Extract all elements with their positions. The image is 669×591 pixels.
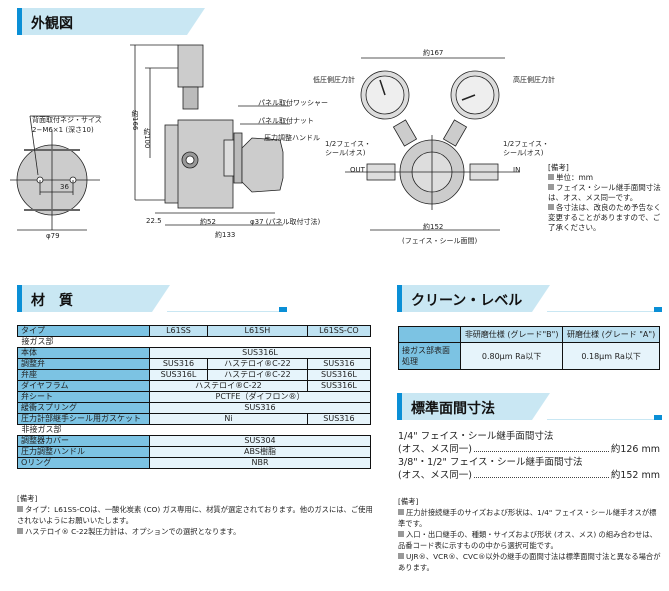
value-cell: 0.80μm Ra以下 <box>459 342 564 370</box>
row-label: 調整弁 <box>17 358 150 370</box>
value-cell: SUS304 <box>149 435 371 447</box>
exterior-drawing <box>10 44 520 231</box>
dim-133: 約133 <box>215 231 236 239</box>
header-cell: L61SS <box>149 325 208 337</box>
dimension-list: 1/4" フェイス・シール継手面間寸法(オス、メス同一)約126 mm 3/8"… <box>398 430 660 482</box>
section-header-exterior: 外観図 <box>17 8 662 35</box>
value-cell: SUS316 <box>149 402 371 414</box>
value-cell: SUS316L <box>149 369 208 381</box>
group-label: 接ガス部 <box>17 336 371 348</box>
dim-36: 36 <box>60 183 69 191</box>
panel-nut-label: パネル取付ナット <box>258 117 314 125</box>
dimension-item: 1/4" フェイス・シール継手面間寸法(オス、メス同一)約126 mm <box>398 431 660 455</box>
section-header-material: 材 質 <box>17 285 287 312</box>
value-cell: Ni <box>149 413 308 425</box>
row-label: 調整器カバー <box>17 435 150 447</box>
row-label: Oリング <box>17 457 150 469</box>
value-cell: SUS316 <box>306 413 372 425</box>
drawing-notes: [備考] 単位：mm フェイス・シール継手面間寸法は、オス、メス同一です。 各寸… <box>548 163 661 232</box>
section-title: クリーン・レベル <box>411 293 523 309</box>
rear-view <box>10 115 100 231</box>
dim-phi37: φ37 (パネル取付寸法) <box>250 218 321 226</box>
header-cell <box>398 326 461 343</box>
section-title: 外観図 <box>31 16 73 32</box>
section-header-dimension: 標準面間寸法 <box>397 393 662 420</box>
dim-phi79: φ79 <box>46 232 60 240</box>
material-notes: [備考] タイプ：L61SS-COは、一酸化炭素 (CO) ガス専用に、材質が選… <box>17 494 373 536</box>
low-gauge-label: 低圧側圧力計 <box>313 76 355 84</box>
high-gauge-label: 高圧側圧力計 <box>513 76 555 84</box>
value-cell: SUS316L <box>306 369 372 381</box>
in-label: IN <box>513 166 521 174</box>
dim-166: 約166 <box>131 110 139 131</box>
dimension-notes: [備考] 圧力計接続継手のサイズおよび形状は、1/4" フェイス・シール継手オス… <box>398 497 661 572</box>
group-label-row: 非接ガス部 <box>17 424 371 436</box>
section-header-clean: クリーン・レベル <box>397 285 662 312</box>
value-cell: ハステロイ®C-22 <box>149 380 308 392</box>
group-label-row: 接ガス部 <box>17 336 371 348</box>
row-label: 圧力計部継手シール用ガスケット <box>17 413 150 425</box>
value-cell: ABS樹脂 <box>149 446 371 458</box>
value-cell: SUS316 <box>306 358 372 370</box>
left-fitting-label: 1/2フェイス・ シール(オス) <box>325 140 372 157</box>
row-label: 本体 <box>17 347 150 359</box>
row-label: 圧力調整ハンドル <box>17 446 150 458</box>
side-view <box>130 44 290 226</box>
handle-label: 圧力調整ハンドル <box>264 134 320 142</box>
dim-22-5: 22.5 <box>146 217 162 225</box>
value-cell: PCTFE（ダイフロン®） <box>149 391 371 403</box>
header-cell: L61SH <box>206 325 308 337</box>
value-cell: SUS316L <box>306 380 372 392</box>
value-cell: 0.18μm Ra以下 <box>562 342 660 370</box>
value-cell: NBR <box>149 457 371 469</box>
value-cell: SUS316 <box>149 358 208 370</box>
out-label: OUT <box>350 166 365 174</box>
section-title: 材 質 <box>31 293 73 309</box>
right-fitting-label: 1/2フェイス・ シール(オス) <box>503 140 550 157</box>
row-label: 緩衝スプリング <box>17 402 150 414</box>
header-cell: タイプ <box>17 325 150 337</box>
front-view <box>345 57 520 231</box>
header-cell: 非研磨仕様 (グレード"B") <box>459 326 564 343</box>
row-label: ダイヤフラム <box>17 380 150 392</box>
dim-52: 約52 <box>200 218 216 226</box>
panel-washer-label: パネル取付ワッシャー <box>258 99 328 107</box>
face-seal-label: (フェイス・シール面間) <box>402 237 478 245</box>
group-label: 非接ガス部 <box>17 424 371 436</box>
dim-167: 約167 <box>423 49 444 57</box>
dimension-item: 3/8"・1/2" フェイス・シール継手面間寸法(オス、メス同一)約152 mm <box>398 457 660 481</box>
row-label: 弁シート <box>17 391 150 403</box>
row-label: 接ガス部表面処理 <box>398 342 461 370</box>
row-label: 弁座 <box>17 369 150 381</box>
value-cell: ハステロイ®C-22 <box>206 358 308 370</box>
header-cell: L61SS-CO <box>306 325 372 337</box>
header-cell: 研磨仕様 (グレード "A") <box>562 326 660 343</box>
section-title: 標準面間寸法 <box>411 401 495 417</box>
value-cell: SUS316L <box>149 347 371 359</box>
dim-152: 約152 <box>423 223 444 231</box>
dim-100: 約100 <box>143 128 151 149</box>
value-cell: ハステロイ®C-22 <box>206 369 308 381</box>
